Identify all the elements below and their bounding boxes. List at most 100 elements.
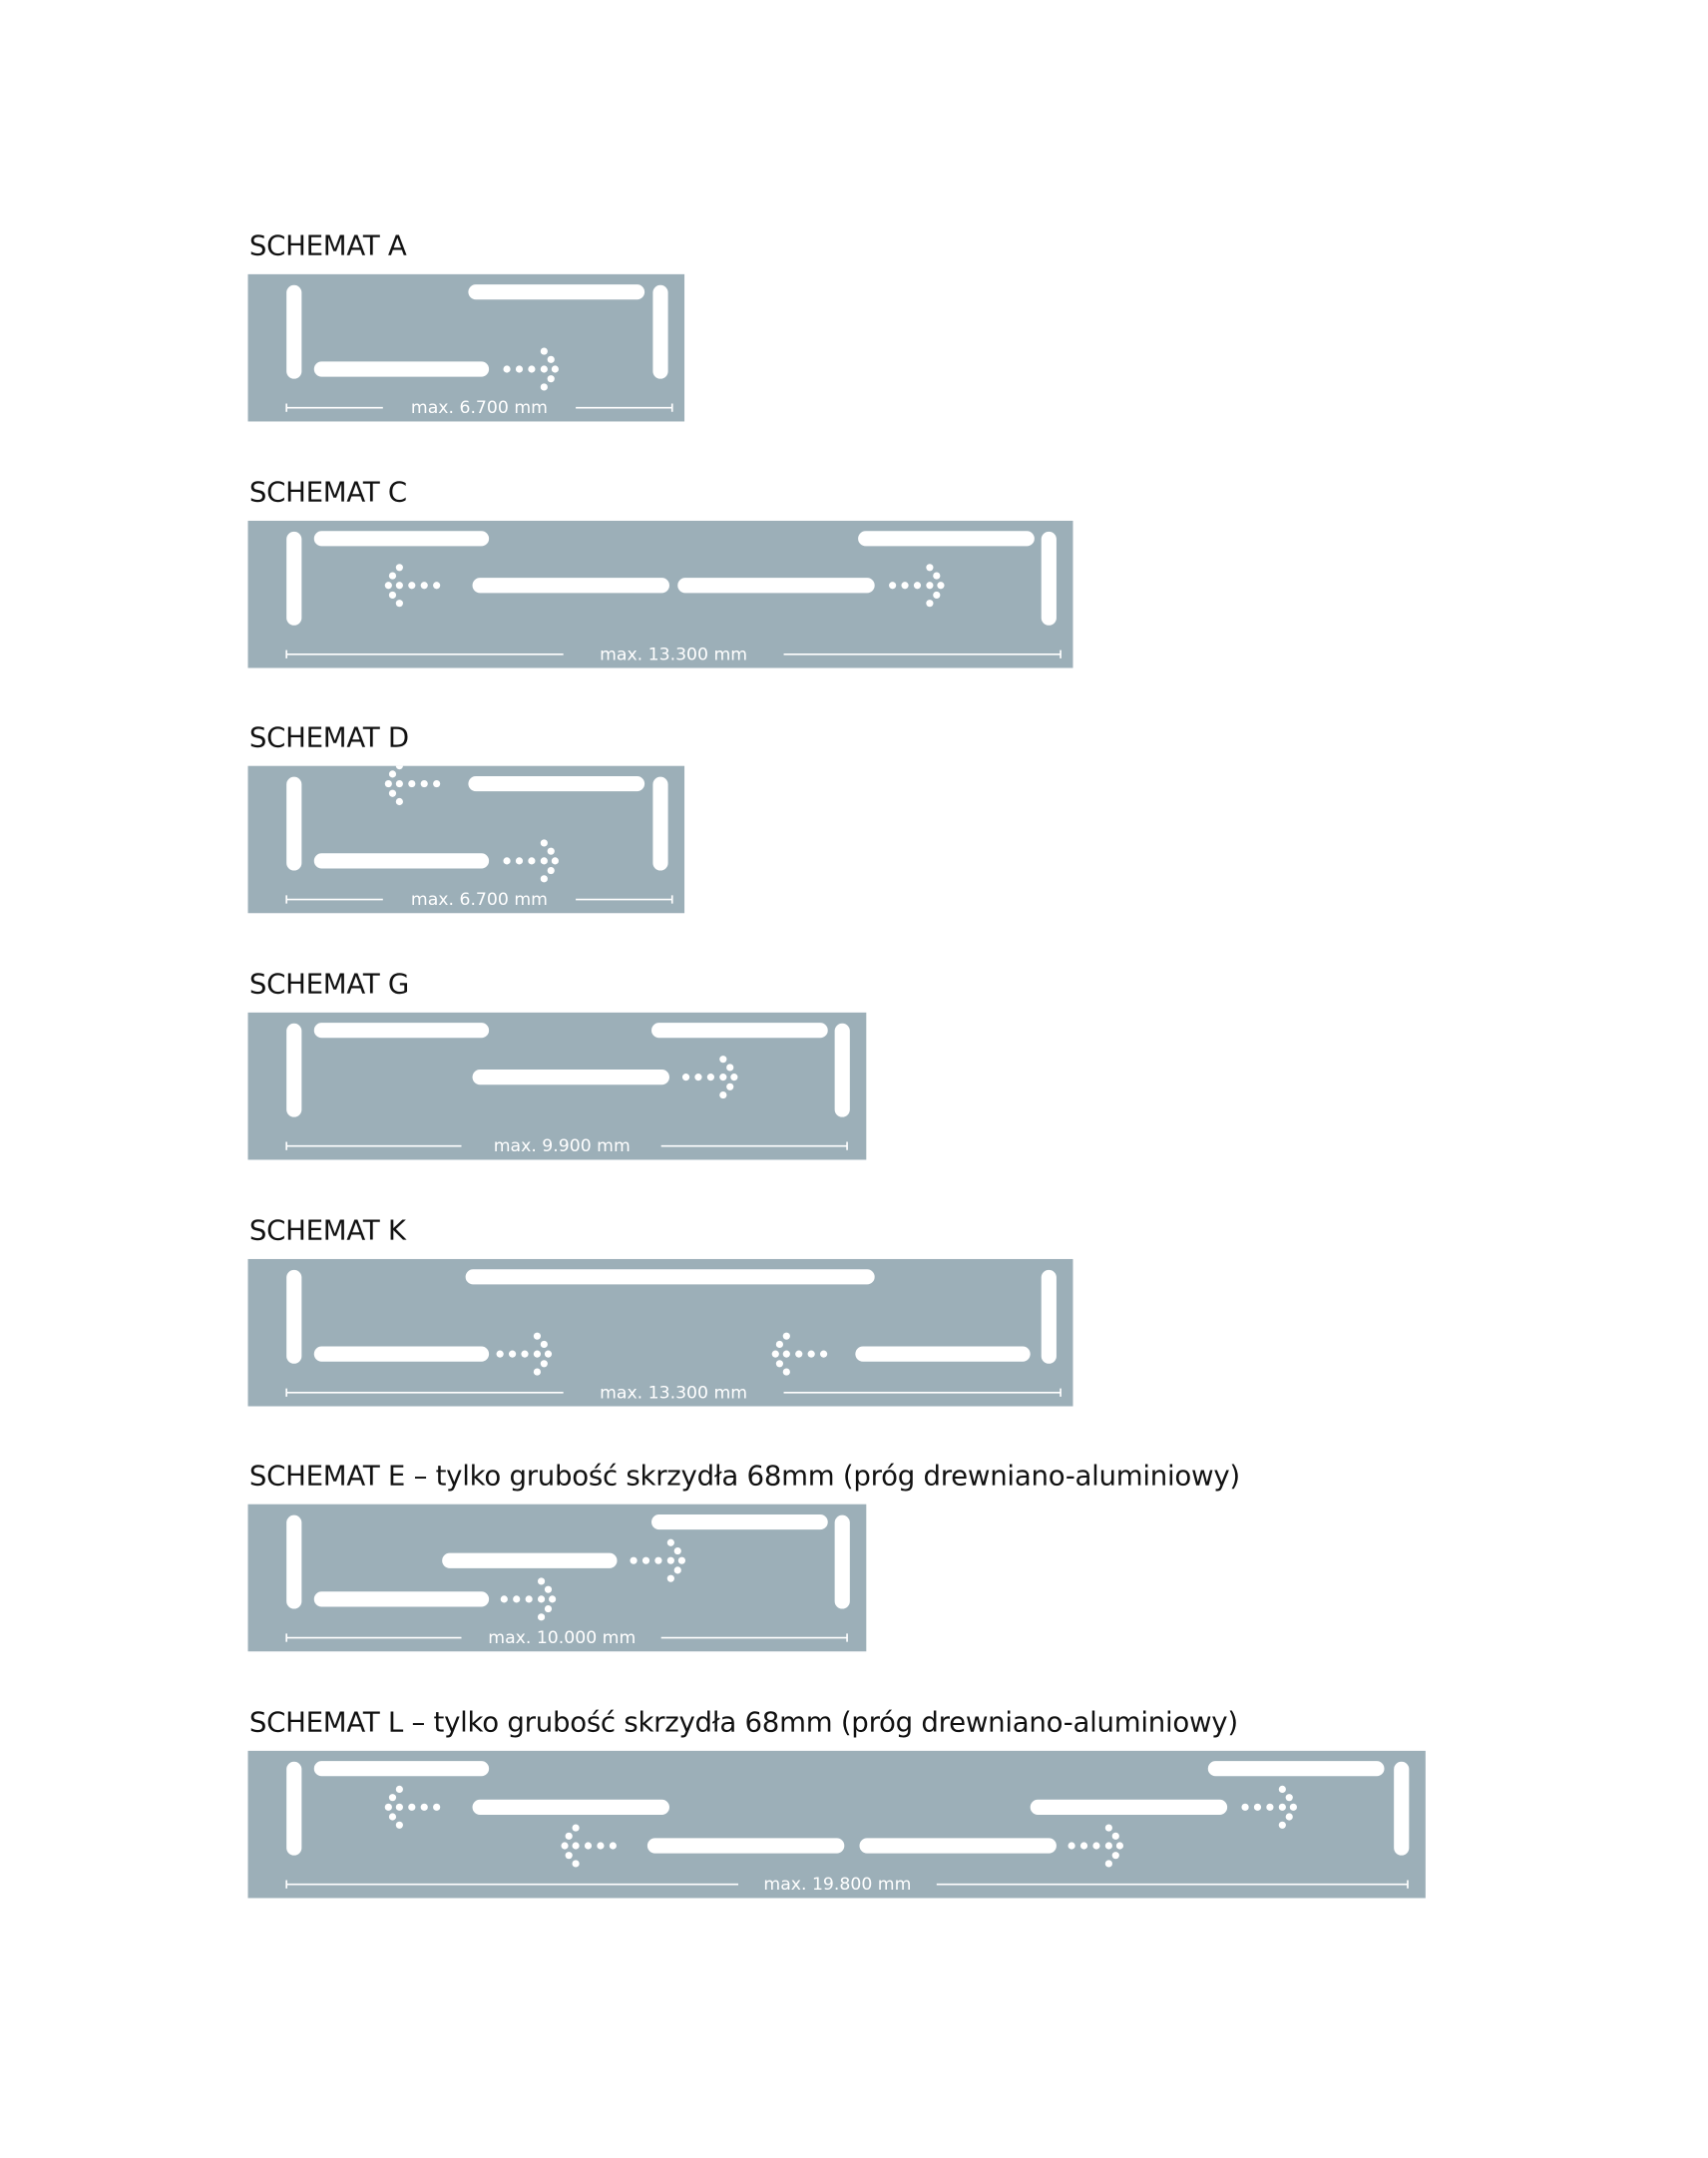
scheme-title-e: SCHEMAT E – tylko grubość skrzydła 68mm …	[248, 1459, 1240, 1493]
scheme-diagram-c: max. 13.300 mm	[247, 520, 1073, 668]
arrow-dot	[681, 1074, 690, 1081]
arrow-dot	[547, 866, 555, 875]
arrow-dot	[775, 1340, 784, 1349]
arrow-dot	[673, 1566, 681, 1574]
max-width-label: max. 10.000 mm	[488, 1628, 636, 1648]
arrow-dot	[771, 1350, 779, 1358]
sash-slot	[468, 284, 645, 300]
arrow-dot	[782, 1350, 790, 1358]
arrow-dot	[1241, 1803, 1249, 1811]
arrow-dot	[395, 582, 403, 590]
max-width-label: max. 9.900 mm	[494, 1136, 631, 1156]
arrow-dot	[420, 1803, 428, 1811]
arrow-dot	[540, 875, 548, 883]
arrow-dot	[395, 1803, 403, 1811]
arrow-dot	[503, 365, 511, 373]
sash-slot	[472, 1070, 669, 1085]
arrow-dot	[1285, 1794, 1293, 1802]
sash-slot	[313, 1591, 490, 1607]
sash-slot	[646, 1838, 845, 1854]
sash-slot	[472, 578, 669, 594]
arrow-dot	[1068, 1842, 1075, 1850]
arrow-dot	[1115, 1842, 1124, 1850]
arrow-right-icon	[630, 1538, 685, 1582]
arrow-dot	[1111, 1852, 1119, 1860]
scheme-title-a: SCHEMAT A	[248, 228, 407, 262]
arrow-dot	[572, 1842, 580, 1850]
arrow-dot	[1285, 1813, 1293, 1821]
arrow-dot	[1278, 1785, 1286, 1793]
sash-slot	[858, 531, 1035, 547]
arrow-dot	[1079, 1842, 1088, 1850]
max-width-label: max. 13.300 mm	[600, 645, 747, 664]
arrow-dot	[584, 1842, 593, 1850]
arrow-right-icon	[500, 1577, 557, 1621]
arrow-dot	[551, 857, 559, 865]
arrow-dot	[395, 797, 403, 806]
vertical-slot-left	[286, 1514, 302, 1609]
vertical-slot-left	[286, 776, 302, 871]
arrow-dot	[820, 1350, 828, 1358]
arrow-dot	[706, 1074, 714, 1081]
scheme-title-c: SCHEMAT C	[248, 475, 407, 509]
arrow-dot	[1104, 1860, 1112, 1868]
arrow-dot	[515, 857, 524, 865]
arrow-dot	[533, 1368, 542, 1376]
vertical-slot-left	[286, 1269, 302, 1364]
arrow-dot	[537, 1595, 546, 1603]
arrow-dot	[521, 1350, 529, 1358]
vertical-slot-right	[652, 284, 668, 379]
arrow-dot	[1266, 1803, 1274, 1811]
vertical-slot-left	[286, 284, 302, 379]
arrow-dot	[1289, 1803, 1297, 1811]
arrow-dot	[889, 582, 897, 590]
arrow-right-icon	[889, 564, 945, 608]
vertical-slot-right	[1394, 1761, 1410, 1856]
arrow-dot	[933, 591, 941, 600]
arrow-dot	[726, 1064, 734, 1072]
sash-slot	[1030, 1799, 1228, 1815]
arrow-dot	[500, 1595, 508, 1603]
arrow-dot	[926, 600, 934, 608]
arrow-dot	[420, 582, 428, 590]
scheme-diagram-d: max. 6.700 mm	[247, 765, 685, 914]
arrow-dot	[937, 582, 945, 590]
arrow-dot	[525, 1595, 533, 1603]
arrow-dot	[388, 1794, 397, 1802]
sash-slot	[468, 775, 645, 792]
vertical-slot-right	[652, 776, 668, 871]
sash-slot	[313, 853, 490, 869]
arrow-dot	[926, 564, 934, 572]
arrow-right-icon	[503, 347, 559, 391]
max-width-label: max. 13.300 mm	[600, 1383, 747, 1403]
scheme-diagram-e: max. 10.000 mm	[247, 1504, 867, 1652]
arrow-dot	[540, 383, 548, 391]
arrow-dot	[528, 365, 536, 373]
vertical-slot-left	[286, 1023, 302, 1117]
arrow-dot	[719, 1056, 727, 1064]
arrow-dot	[807, 1350, 815, 1358]
arrow-dot	[694, 1074, 702, 1081]
scheme-title-l: SCHEMAT L – tylko grubość skrzydła 68mm …	[248, 1705, 1238, 1739]
arrow-right-icon	[503, 839, 559, 883]
arrow-dot	[1111, 1832, 1119, 1840]
scheme-title-g: SCHEMAT G	[248, 967, 410, 1001]
arrow-dot	[572, 1860, 580, 1868]
arrow-dot	[1253, 1803, 1262, 1811]
arrow-dot	[537, 1577, 546, 1585]
arrow-dot	[565, 1852, 573, 1860]
arrow-dot	[508, 1350, 517, 1358]
arrow-dot	[913, 582, 922, 590]
arrow-dot	[782, 1368, 790, 1376]
arrow-dot	[549, 1595, 557, 1603]
scheme-title-d: SCHEMAT D	[248, 720, 409, 754]
arrow-dot	[730, 1074, 738, 1081]
arrow-dot	[677, 1556, 685, 1564]
arrow-dot	[388, 770, 397, 778]
arrow-dot	[597, 1842, 605, 1850]
sash-slot	[465, 1269, 875, 1285]
arrow-dot	[1104, 1842, 1112, 1850]
scheme-diagram-l: max. 19.800 mm	[247, 1750, 1426, 1899]
vertical-slot-right	[1041, 1269, 1057, 1364]
